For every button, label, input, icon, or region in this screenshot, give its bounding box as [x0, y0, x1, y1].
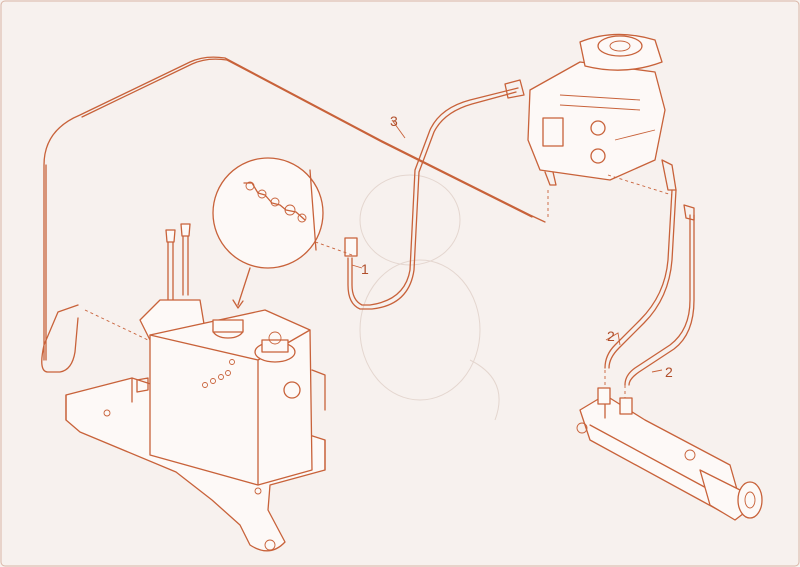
- valve-levers: [139, 223, 206, 341]
- pipe-2-right: [624, 214, 691, 386]
- oil-tank: [136, 309, 326, 486]
- callout-2-left: 2: [607, 328, 615, 344]
- detail-magnifier: [212, 157, 324, 309]
- steering-unit: [527, 33, 666, 186]
- callout-2-right: 2: [665, 364, 673, 380]
- pipe-2-left: [604, 189, 673, 369]
- callout-1: 1: [361, 261, 369, 277]
- pipe-3: [41, 56, 546, 373]
- pipe-1: [351, 87, 519, 306]
- callout-3: 3: [390, 113, 398, 129]
- steering-cylinder: [576, 387, 763, 521]
- watermark: [359, 174, 500, 421]
